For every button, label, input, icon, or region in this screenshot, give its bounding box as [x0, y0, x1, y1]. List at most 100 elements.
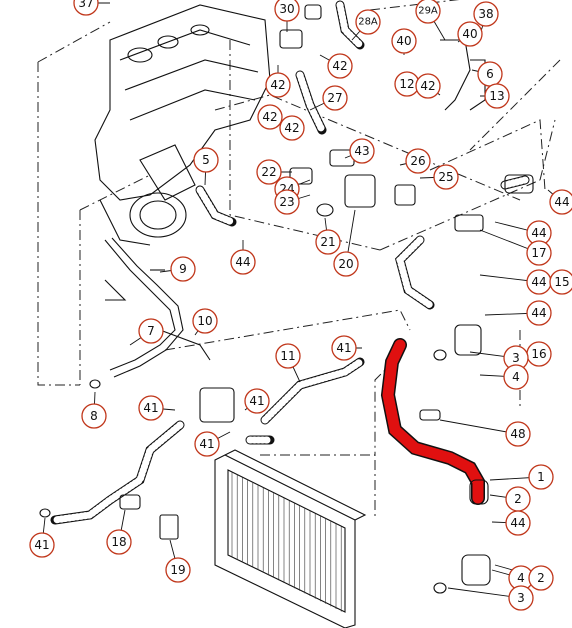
callout-circle	[244, 388, 270, 414]
callout-circle	[81, 403, 107, 429]
callout-label: 12	[399, 77, 414, 91]
callout-9: 9	[170, 256, 196, 282]
callout-23: 23	[274, 189, 300, 215]
callout-25: 25	[433, 164, 459, 190]
highlighted-radiator-hose-fill	[382, 339, 484, 504]
engine-block	[94, 4, 271, 246]
callout-42: 42	[279, 115, 305, 141]
callout-18: 18	[106, 529, 132, 555]
callout-label: 44	[235, 255, 250, 269]
callout-circle	[274, 189, 300, 215]
callout-2: 2	[505, 486, 531, 512]
callout-8: 8	[81, 403, 107, 429]
callout-label: 20	[338, 257, 353, 271]
callout-44: 44	[526, 300, 552, 326]
callout-label: 41	[143, 401, 158, 415]
callout-41: 41	[244, 388, 270, 414]
callout-circle	[526, 240, 552, 266]
callout-label: 8	[90, 409, 98, 423]
callout-circle	[193, 147, 219, 173]
callout-circle	[405, 148, 431, 174]
callout-label: 18	[111, 535, 126, 549]
callout-circle	[138, 395, 164, 421]
callout-circle	[484, 83, 510, 109]
callout-label: 1	[537, 470, 545, 484]
callout-circle	[257, 104, 283, 130]
callout-label: 42	[284, 121, 299, 135]
callout-circle	[275, 343, 301, 369]
callout-label: 30	[279, 2, 294, 16]
callout-circle	[415, 0, 441, 24]
callout-label: 44	[510, 516, 525, 530]
callout-29a: 29A	[415, 0, 441, 24]
callout-label: 5	[202, 153, 210, 167]
callout-circle	[29, 532, 55, 558]
callout-circle	[526, 300, 552, 326]
callout-44: 44	[526, 220, 552, 246]
assembly-frames	[37, 0, 561, 520]
callout-19: 19	[165, 557, 191, 583]
callout-label: 40	[462, 27, 477, 41]
callout-label: 3	[512, 351, 520, 365]
callout-label: 7	[147, 324, 155, 338]
callout-label: 44	[531, 226, 546, 240]
callout-28a: 28A	[355, 9, 381, 35]
callout-label: 15	[554, 275, 569, 289]
callout-41: 41	[138, 395, 164, 421]
callout-label: 27	[327, 91, 342, 105]
callout-label: 44	[531, 306, 546, 320]
callout-circle	[106, 529, 132, 555]
callout-41: 41	[194, 431, 220, 457]
callout-44: 44	[230, 249, 256, 275]
callout-label: 44	[554, 195, 569, 209]
callout-3: 3	[508, 585, 534, 611]
leader-line	[439, 419, 519, 435]
callout-circle	[505, 421, 531, 447]
callout-43: 43	[349, 138, 375, 164]
callout-3: 3	[503, 345, 529, 371]
callout-label: 17	[531, 246, 546, 260]
callout-13: 13	[484, 83, 510, 109]
callout-circle	[327, 53, 353, 79]
callout-label: 41	[249, 394, 264, 408]
callout-4: 4	[503, 364, 529, 390]
callout-circle	[508, 585, 534, 611]
callout-27: 27	[322, 85, 348, 111]
callout-label: 42	[420, 79, 435, 93]
callout-16: 16	[526, 341, 552, 367]
callout-circle	[528, 464, 554, 490]
callout-circle	[549, 269, 572, 295]
highlighted-radiator-hose	[380, 338, 485, 505]
callout-circle	[194, 431, 220, 457]
callout-label: 10	[197, 314, 212, 328]
callout-44: 44	[549, 189, 572, 215]
callout-label: 44	[531, 275, 546, 289]
callout-circle	[165, 557, 191, 583]
callout-label: 16	[531, 347, 546, 361]
callout-26: 26	[405, 148, 431, 174]
callout-22: 22	[256, 159, 282, 185]
coolant-pipe	[104, 237, 211, 378]
callout-15: 15	[549, 269, 572, 295]
callout-label: 37	[78, 0, 93, 10]
callout-circle	[279, 115, 305, 141]
callout-circle	[415, 73, 441, 99]
callout-label: 22	[261, 165, 276, 179]
callout-20: 20	[333, 251, 359, 277]
callout-circle	[528, 565, 554, 591]
callout-label: 4	[517, 571, 525, 585]
callout-41: 41	[331, 335, 357, 361]
callout-44: 44	[505, 510, 531, 536]
callout-circle	[355, 9, 381, 35]
callout-circle	[265, 72, 291, 98]
callout-label: 41	[34, 538, 49, 552]
callout-17: 17	[526, 240, 552, 266]
radiator	[214, 449, 367, 628]
callout-label: 4	[512, 370, 520, 384]
callout-42: 42	[265, 72, 291, 98]
callout-1: 1	[528, 464, 554, 490]
callout-circle	[192, 308, 218, 334]
callout-40: 40	[457, 21, 483, 47]
callout-circle	[473, 1, 499, 27]
